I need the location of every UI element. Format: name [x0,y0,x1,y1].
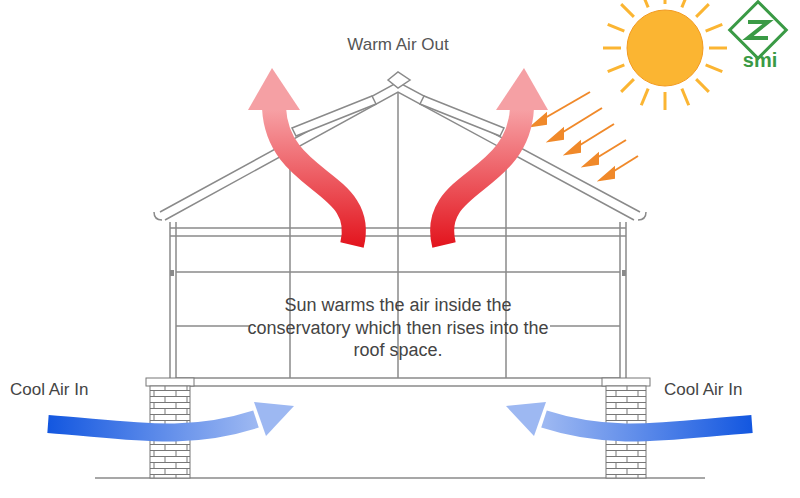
sun-ray [682,89,689,106]
warm-air-arrow [248,68,548,245]
sun-ray [608,65,625,72]
sun-ray [696,4,709,17]
sun-ray [603,47,621,50]
sun-ray [706,65,723,72]
sun-ray [706,24,723,31]
sun-ray [621,4,634,17]
sun [603,0,727,110]
note-text: Sun warms the air inside the conservator… [245,294,551,362]
sun-ray [641,0,648,7]
sun-ray [664,0,667,4]
sun-rays-arrows [532,92,638,180]
sun-ray [709,47,727,50]
sun-ray [696,79,709,92]
sun-ray [664,92,667,110]
air-label: Cool Air In [10,379,130,400]
sun-ray [682,0,689,7]
building-frame [95,72,705,478]
logo-text: smi [728,48,792,73]
air-label: Warm Air Out [318,34,478,55]
air-label: Cool Air In [664,379,792,400]
sun-ray [641,89,648,106]
sun-ray [608,24,625,31]
cool-air-arrow [48,402,752,436]
sun-ray [621,79,634,92]
